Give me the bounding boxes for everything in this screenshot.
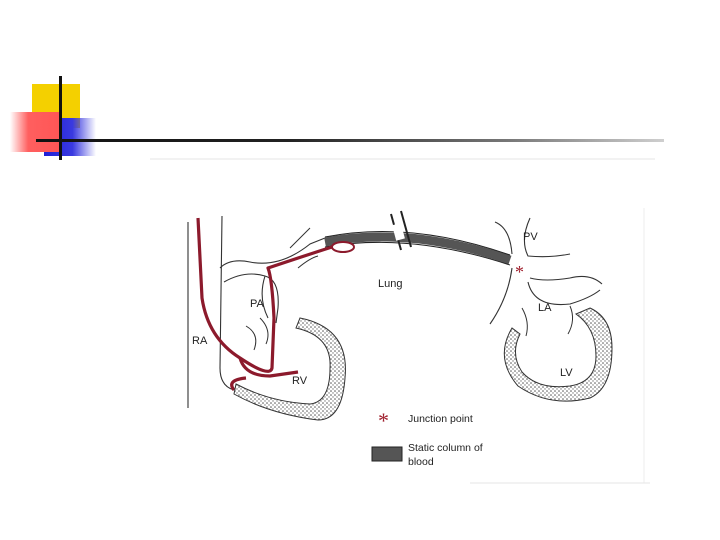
pulmonary-valve bbox=[246, 318, 268, 350]
catheter-balloon bbox=[332, 242, 354, 252]
decor-vertical-line bbox=[59, 76, 62, 160]
junction-star-marker: * bbox=[515, 262, 524, 282]
left-ventricle-wall bbox=[504, 308, 612, 401]
label-rv: RV bbox=[292, 375, 308, 387]
legend-static-label-line2: blood bbox=[408, 456, 434, 468]
legend-junction-star: * bbox=[378, 408, 389, 433]
label-lung: Lung bbox=[378, 278, 402, 290]
title-underline bbox=[36, 139, 664, 142]
catheter-loop-rv bbox=[232, 358, 298, 390]
heart-catheter-diagram: * PV PA RA LA RV LV Lung * Junction poin… bbox=[150, 158, 655, 486]
label-pv: PV bbox=[523, 231, 538, 243]
legend-junction-label: Junction point bbox=[408, 413, 473, 425]
label-ra: RA bbox=[192, 335, 208, 347]
label-pa: PA bbox=[250, 298, 265, 310]
legend-static-label-line1: Static column of bbox=[408, 442, 483, 454]
label-la: LA bbox=[538, 302, 552, 314]
right-atrium-outline bbox=[220, 216, 234, 390]
label-lv: LV bbox=[560, 367, 573, 379]
decor-red-square bbox=[10, 112, 62, 152]
legend-static-swatch bbox=[372, 447, 402, 461]
pulmonary-vein-outline bbox=[495, 218, 570, 280]
catheter-path bbox=[198, 218, 332, 371]
right-ventricle-wall bbox=[234, 318, 345, 420]
